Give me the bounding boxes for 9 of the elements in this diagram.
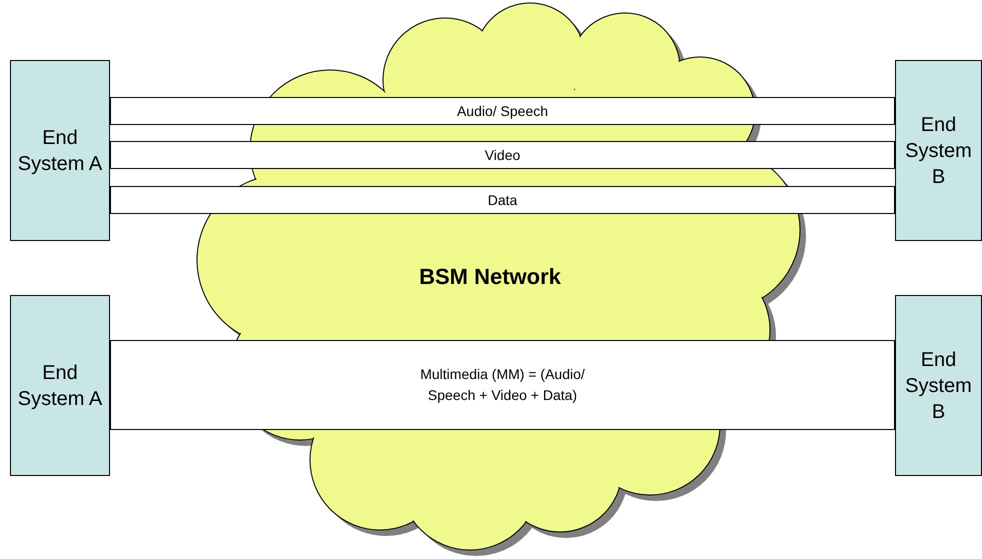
end-system-box: End System B xyxy=(895,60,982,241)
channel-band: Audio/ Speech xyxy=(110,97,895,125)
network-label: BSM Network xyxy=(418,263,562,291)
channel-band: Video xyxy=(110,141,895,169)
end-system-box: End System A xyxy=(10,295,110,476)
end-system-box: End System B xyxy=(895,295,982,476)
end-system-box: End System A xyxy=(10,60,110,241)
channel-band: Multimedia (MM) = (Audio/ Speech + Video + Data) xyxy=(110,340,895,430)
channel-band: Data xyxy=(110,186,895,214)
